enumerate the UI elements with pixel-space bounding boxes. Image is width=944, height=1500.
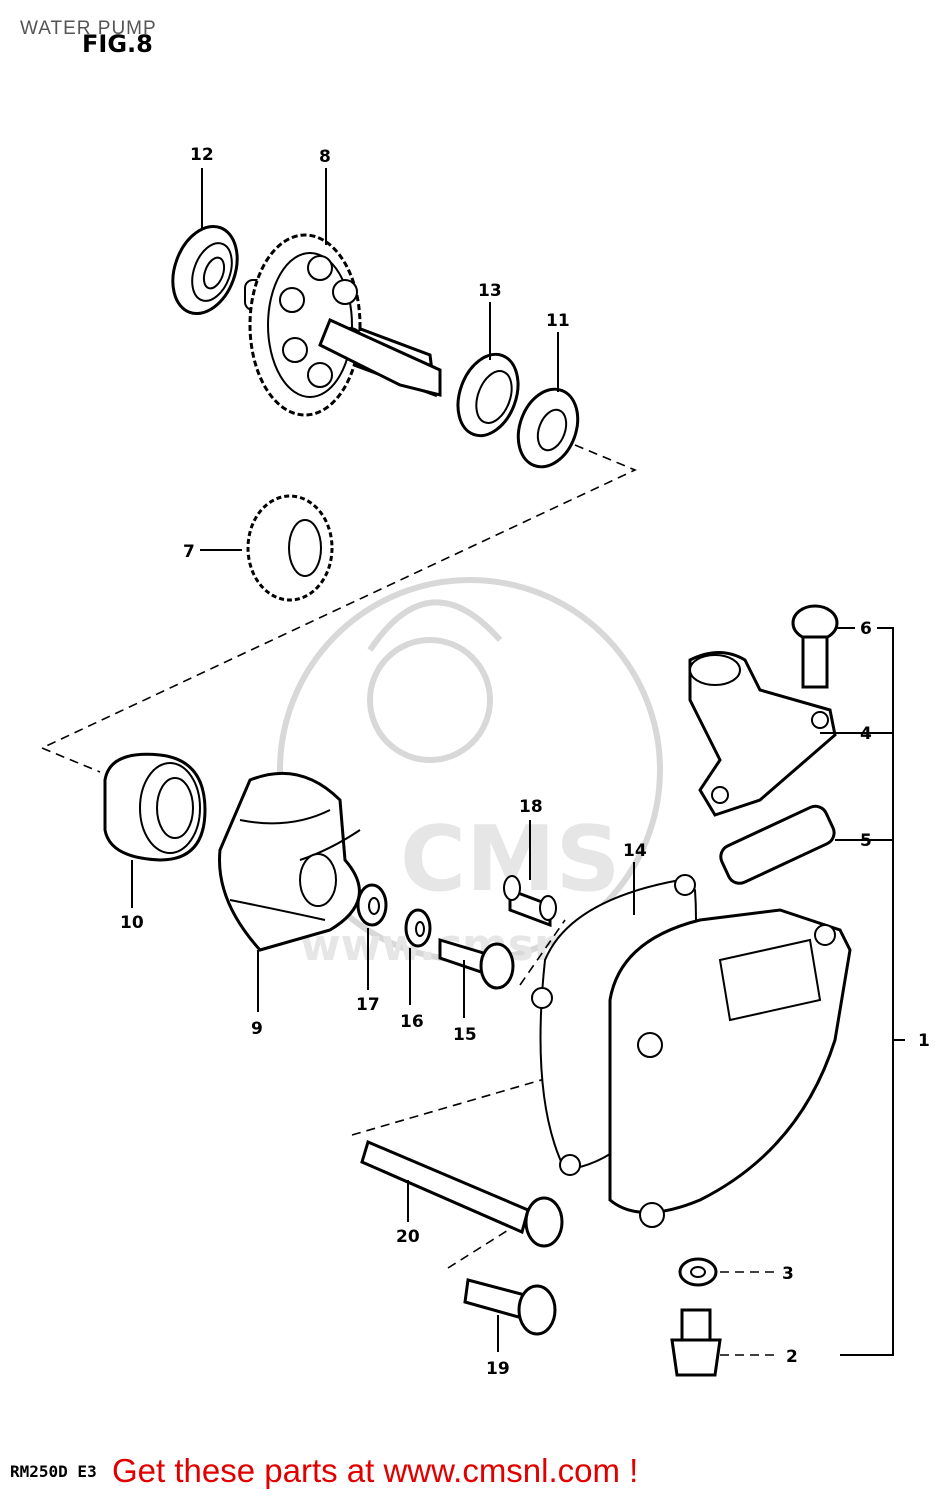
part-19-bolt bbox=[463, 1278, 557, 1336]
part-18-dowel-pin bbox=[503, 875, 557, 928]
callout-18: 18 bbox=[519, 797, 543, 817]
part-20-long-bolt bbox=[360, 1139, 564, 1248]
callout-17: 17 bbox=[356, 995, 380, 1015]
get-parts-link[interactable]: Get these parts at www.cmsnl.com ! bbox=[112, 1452, 639, 1489]
callout-12: 12 bbox=[190, 145, 214, 165]
callout-2: 2 bbox=[786, 1347, 798, 1367]
callout-1: 1 bbox=[918, 1031, 930, 1051]
part-10-seal bbox=[103, 752, 207, 862]
part-17-washer bbox=[356, 883, 388, 927]
callout-6: 6 bbox=[860, 619, 872, 639]
callout-15: 15 bbox=[453, 1025, 477, 1045]
callout-19: 19 bbox=[486, 1359, 510, 1379]
part-15-bolt bbox=[438, 937, 515, 990]
callout-20: 20 bbox=[396, 1227, 420, 1247]
callout-9: 9 bbox=[251, 1019, 263, 1039]
callout-16: 16 bbox=[400, 1012, 424, 1032]
part-1-pump-body bbox=[608, 908, 852, 1228]
part-11-oil-seal bbox=[516, 387, 580, 469]
page-title: WATER PUMP bbox=[20, 18, 157, 39]
part-9-impeller bbox=[218, 771, 361, 952]
callout-8: 8 bbox=[319, 147, 331, 167]
part-12-bearing bbox=[171, 224, 239, 316]
part-3-washer bbox=[678, 1257, 718, 1287]
part-5-o-ring bbox=[719, 804, 836, 885]
callout-5: 5 bbox=[860, 831, 872, 851]
part-8-gear-shaft bbox=[244, 233, 442, 417]
callout-11: 11 bbox=[546, 311, 570, 331]
part-13-bearing bbox=[456, 352, 520, 438]
part-7-drive-gear bbox=[246, 494, 334, 602]
part-6-bolt bbox=[791, 604, 839, 689]
callout-14: 14 bbox=[623, 841, 647, 861]
part-4-outlet-pipe bbox=[688, 651, 837, 817]
model-code: RM250D E3 bbox=[10, 1462, 97, 1481]
callout-7: 7 bbox=[183, 542, 195, 562]
leader-lines bbox=[131, 168, 855, 1352]
assembly-bracket bbox=[720, 627, 905, 1356]
callout-3: 3 bbox=[782, 1264, 794, 1284]
callout-labels: 12 8 13 11 7 6 4 18 5 14 10 17 16 9 15 1… bbox=[120, 145, 930, 1379]
callout-10: 10 bbox=[120, 913, 144, 933]
callout-13: 13 bbox=[478, 281, 502, 301]
callout-4: 4 bbox=[860, 724, 872, 744]
figure-label: FIG.8 bbox=[82, 30, 153, 58]
part-16-washer bbox=[404, 908, 432, 948]
part-2-drain-bolt bbox=[670, 1308, 722, 1377]
